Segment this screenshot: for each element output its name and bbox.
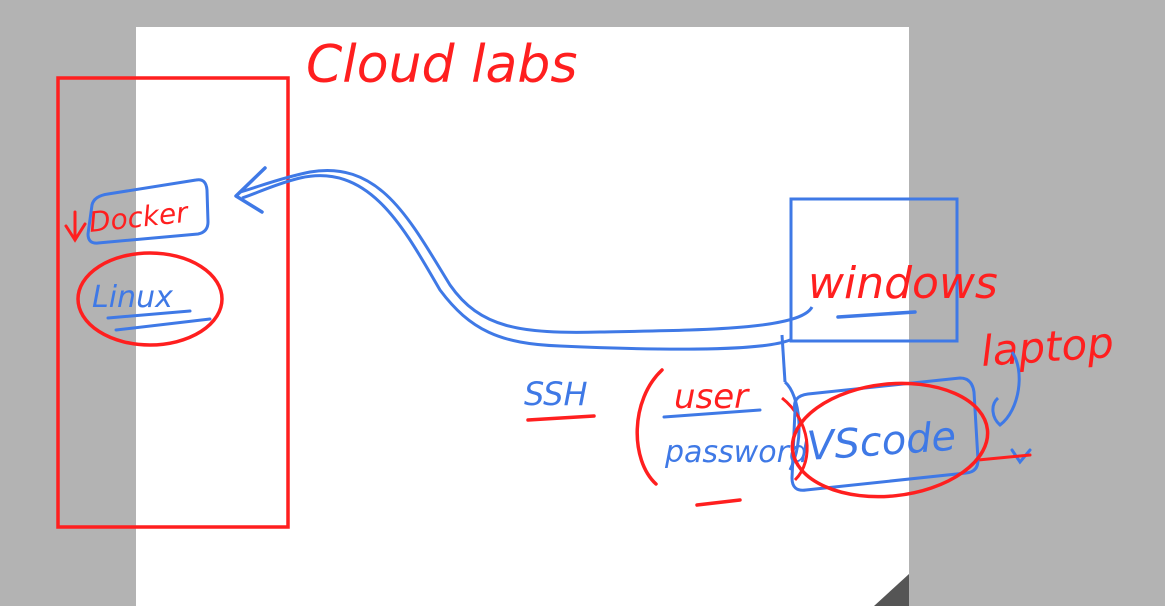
ssh-connection-curve-2 xyxy=(241,174,791,351)
windows-box xyxy=(789,197,959,343)
vscode-label: VScode xyxy=(805,414,957,470)
password-underline xyxy=(695,498,742,507)
laptop-brace xyxy=(991,351,1021,427)
cloud-labs-title: Cloud labs xyxy=(306,35,577,95)
docker-down-arrow xyxy=(64,210,87,243)
linux-circle xyxy=(76,251,224,347)
ssh-connection-curve xyxy=(239,169,814,334)
windows-underline xyxy=(836,310,917,319)
laptop-red-tail xyxy=(976,453,1032,462)
credentials-close-paren-red xyxy=(781,396,809,482)
user-underline xyxy=(662,408,762,419)
drawing-page xyxy=(136,27,909,606)
linux-label: Linux xyxy=(92,280,173,315)
connection-arrow-head xyxy=(234,166,267,214)
credentials-open-paren xyxy=(635,368,664,486)
ssh-underline xyxy=(526,414,596,422)
vscode-circle xyxy=(790,381,990,499)
connection-drop-line xyxy=(780,334,787,383)
laptop-label: laptop xyxy=(979,318,1115,376)
windows-label: windows xyxy=(808,258,998,309)
linux-underline xyxy=(106,309,212,332)
docker-box xyxy=(86,178,210,245)
page-corner-fold xyxy=(874,574,909,606)
cloud-labs-box xyxy=(56,76,290,529)
ssh-label: SSH xyxy=(524,375,588,413)
password-label: password xyxy=(664,435,809,470)
